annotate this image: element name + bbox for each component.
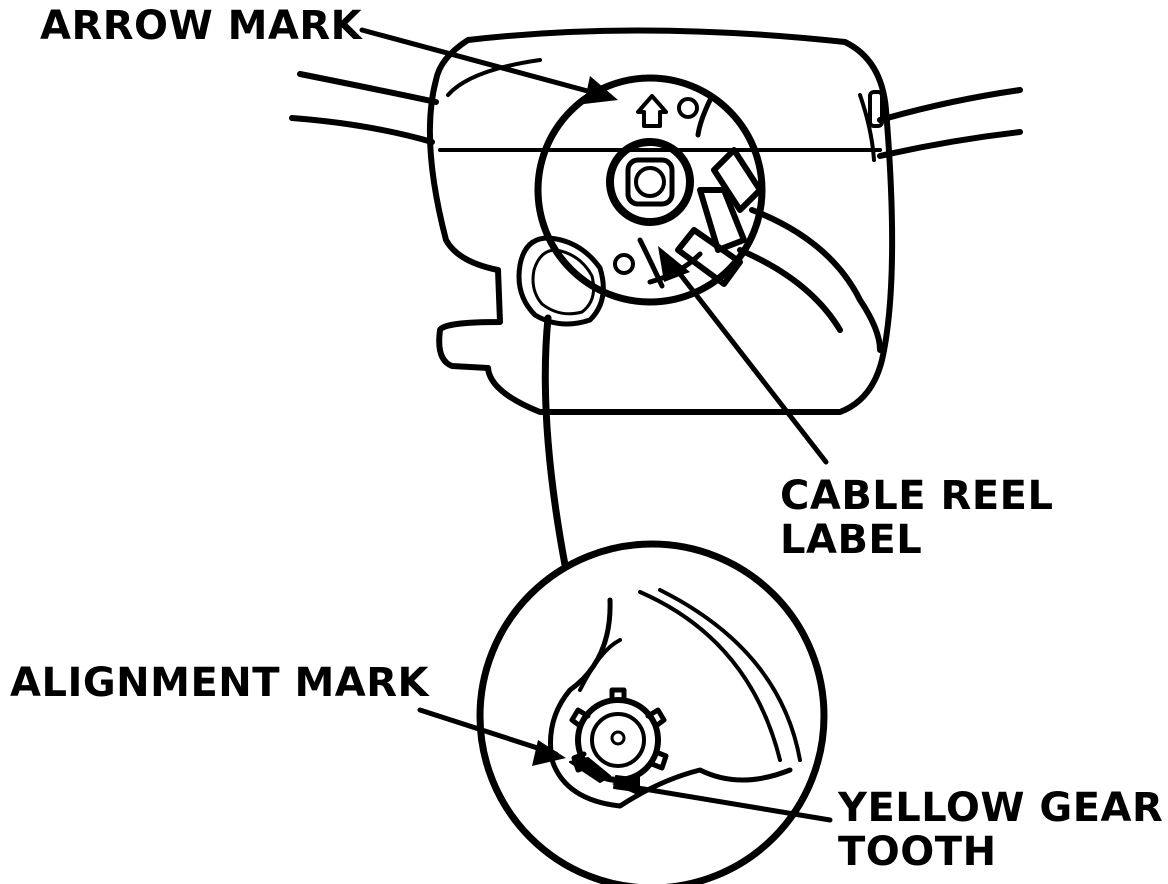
connector-harness xyxy=(675,147,883,353)
steering-spokes xyxy=(289,71,1023,159)
arrow-mark-label: ARROW MARK xyxy=(40,3,363,49)
magnified-inset xyxy=(476,540,828,884)
alignment-mark-label: ALIGNMENT MARK xyxy=(10,660,430,706)
zoom-leader-line xyxy=(541,314,569,569)
yellow-gear-tooth-line-1: YELLOW GEAR xyxy=(838,785,1164,831)
yellow-gear-tooth-line-2: TOOTH xyxy=(838,829,997,875)
yellow-gear-tooth-label: YELLOW GEAR TOOTH xyxy=(838,786,1163,874)
cable-reel-label-line-2: LABEL xyxy=(780,517,923,563)
cable-reel-label-line-1: CABLE REEL xyxy=(780,473,1054,519)
callout-arrowheads xyxy=(532,76,690,796)
callout-leaders xyxy=(359,27,833,823)
cable-reel-label-text: CABLE REEL LABEL xyxy=(780,474,1053,562)
hub-housing xyxy=(426,27,896,415)
